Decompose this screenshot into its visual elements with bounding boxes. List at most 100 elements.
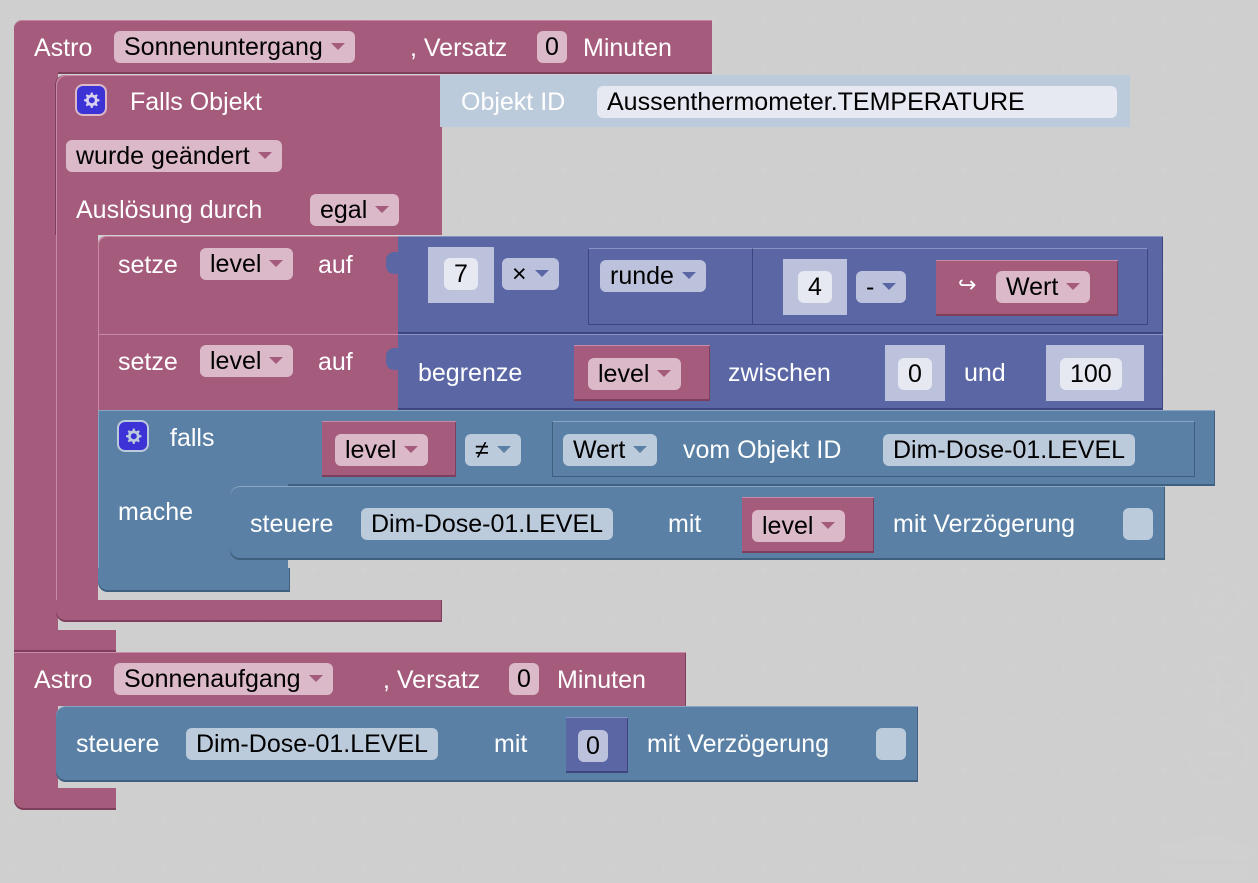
grid-cross [810,16,817,23]
grid-cross [960,66,967,73]
offset-input[interactable]: 0 [537,31,567,63]
object-id-field[interactable]: Aussenthermometer.TEMPERATURE [597,86,1117,118]
grid-cross [710,616,717,623]
astro-label: Astro [34,666,93,694]
grid-cross [210,866,217,873]
with-value-input[interactable]: 0 [578,730,608,762]
chevron-down-icon [1066,282,1081,290]
variable-dropdown[interactable]: level [200,345,294,377]
compare-operator-dropdown[interactable]: ≠ [465,434,521,466]
grid-cross [760,66,767,73]
constrain-block[interactable] [398,334,1163,410]
grid-cross [1060,216,1067,223]
grid-cross [1010,616,1017,623]
grid-cross [710,566,717,573]
grid-cross [560,166,567,173]
trigger-by-dropdown[interactable]: egal [310,194,400,226]
grid-cross [1060,816,1067,823]
trigger-spine [56,230,98,610]
gear-icon[interactable] [119,422,147,450]
compare-object-id-field[interactable]: Dim-Dose-01.LEVEL [883,434,1136,466]
grid-cross [560,216,567,223]
astro-event-dropdown[interactable]: Sonnenuntergang [114,31,355,63]
minus-circle-icon[interactable] [1186,722,1250,786]
grid-cross [960,716,967,723]
astro-sunrise-footer [14,788,116,810]
number-b-input[interactable]: 4 [798,271,832,303]
grid-cross [560,566,567,573]
constrain-variable-dropdown[interactable]: level [588,358,682,390]
grid-cross [460,866,467,873]
grid-cross [610,166,617,173]
grid-cross [460,566,467,573]
grid-cross [760,616,767,623]
compare-variable-value: level [345,436,397,464]
grid-cross [1010,666,1017,673]
gear-icon[interactable] [77,86,105,114]
grid-cross [1160,716,1167,723]
low-input[interactable]: 0 [898,358,932,390]
with-label: mit [668,510,702,538]
minus-value: - [866,273,875,301]
object-id-label: Objekt ID [461,88,566,116]
offset-input[interactable]: 0 [509,663,539,695]
control-object-field[interactable]: Dim-Dose-01.LEVEL [361,508,614,540]
value-dropdown[interactable]: Wert [996,271,1091,303]
grid-cross [1110,766,1117,773]
unit-label: Minuten [583,34,672,62]
grid-cross [1160,816,1167,823]
grid-cross [460,616,467,623]
chevron-down-icon [375,205,390,213]
number-a-input[interactable]: 7 [444,258,478,290]
grid-cross [860,216,867,223]
astro-event-value: Sonnenaufgang [124,665,301,693]
control-label: steuere [250,510,334,538]
operator-dropdown[interactable]: × [502,258,559,290]
grid-cross [360,866,367,873]
and-label: und [964,359,1006,387]
grid-cross [1060,616,1067,623]
astro-label: Astro [34,34,93,62]
grid-cross [260,816,267,823]
grid-cross [760,816,767,823]
delay-label: mit Verzögerung [893,510,1076,538]
delay-checkbox[interactable] [876,728,906,760]
control-object-field[interactable]: Dim-Dose-01.LEVEL [186,728,439,760]
grid-cross [660,166,667,173]
grid-cross [760,216,767,223]
grid-cross [10,866,17,873]
subtract-block[interactable] [752,248,1148,325]
variable-dropdown[interactable]: level [200,248,294,280]
grid-cross [1110,166,1117,173]
trashcan-icon[interactable] [1158,830,1258,878]
grid-cross [1110,716,1117,723]
grid-cross [360,566,367,573]
astro-sunset-spine [14,70,58,650]
grid-cross [1160,616,1167,623]
grid-cross [260,866,267,873]
get-value-dropdown[interactable]: Wert [563,434,658,466]
get-value-block[interactable] [552,421,1195,477]
grid-cross [960,16,967,23]
grid-cross [860,666,867,673]
grid-cross [810,816,817,823]
chevron-down-icon [534,269,549,277]
grid-cross [1110,66,1117,73]
astro-event-dropdown[interactable]: Sonnenaufgang [114,663,333,695]
with-variable-dropdown[interactable]: level [752,510,846,542]
target-icon[interactable] [1186,570,1250,634]
minus-dropdown[interactable]: - [856,271,907,303]
grid-cross [910,616,917,623]
round-dropdown[interactable]: runde [600,260,706,292]
delay-checkbox[interactable] [1123,508,1153,540]
plus-circle-icon[interactable] [1186,655,1250,719]
grid-cross [1160,666,1167,673]
to-label: auf [318,348,353,376]
grid-cross [810,566,817,573]
condition-dropdown[interactable]: wurde geändert [66,140,282,172]
compare-variable-dropdown[interactable]: level [335,434,429,466]
to-label: auf [318,251,353,279]
grid-cross [10,816,17,823]
grid-cross [810,666,817,673]
high-input[interactable]: 100 [1060,358,1122,390]
